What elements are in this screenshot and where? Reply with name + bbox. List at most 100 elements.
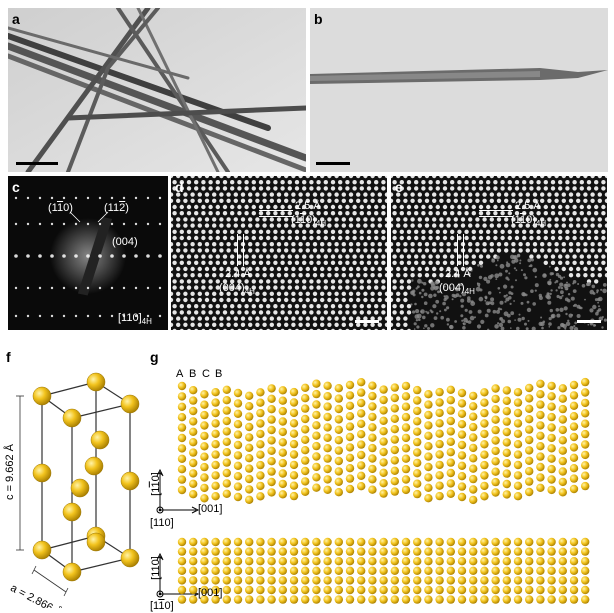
lattice-column — [417, 217, 422, 222]
atom — [312, 462, 321, 472]
lattice-column — [171, 273, 174, 278]
atom — [401, 475, 411, 484]
lattice-column — [475, 176, 480, 179]
lattice-column — [327, 176, 332, 179]
atom — [581, 409, 590, 418]
atom — [491, 576, 500, 585]
lattice-column — [374, 254, 379, 259]
atom — [323, 547, 332, 556]
lattice-column — [222, 204, 228, 210]
amorphous-speckle — [566, 283, 571, 288]
amorphous-speckle — [567, 319, 570, 322]
lattice-column — [590, 266, 595, 272]
lattice-column — [287, 204, 292, 210]
amorphous-speckle — [556, 294, 560, 299]
lattice-column — [460, 266, 466, 272]
lattice-column — [284, 217, 289, 222]
lattice-column — [536, 254, 541, 259]
amorphous-speckle — [508, 272, 511, 275]
lattice-column — [432, 176, 437, 179]
lattice-column — [384, 297, 387, 303]
lattice-column — [226, 223, 231, 228]
lattice-column — [273, 204, 278, 210]
lattice-column — [532, 242, 538, 247]
lattice-column — [381, 235, 386, 241]
lattice-column — [604, 192, 607, 197]
atom — [312, 557, 321, 566]
lattice-column — [432, 273, 437, 278]
lattice-column — [302, 310, 307, 315]
lattice-column — [266, 235, 271, 241]
lattice-column — [269, 176, 274, 179]
atom — [525, 383, 534, 393]
atom — [581, 566, 590, 575]
atom — [245, 585, 254, 595]
diffraction-spots — [8, 176, 168, 330]
lattice-column — [266, 186, 271, 191]
lattice-column — [442, 204, 448, 210]
atom — [401, 381, 411, 391]
lattice-column — [316, 229, 321, 234]
lattice-column — [331, 328, 335, 330]
atom — [525, 547, 534, 556]
lattice-column — [356, 291, 361, 296]
atom — [222, 585, 231, 595]
lattice-column — [172, 279, 177, 284]
atom — [177, 595, 187, 604]
atom — [312, 379, 321, 388]
lattice-column — [601, 211, 606, 216]
amorphous-speckle — [504, 300, 507, 303]
amorphous-speckle — [519, 259, 522, 262]
atom — [491, 467, 500, 476]
lattice-column — [604, 176, 607, 179]
lattice-column — [244, 204, 249, 210]
atom — [200, 410, 209, 420]
atom — [278, 595, 287, 604]
lattice-column — [597, 266, 602, 272]
lattice-column — [201, 211, 206, 216]
lattice-column — [287, 279, 292, 284]
lattice-column — [330, 211, 336, 216]
amorphous-speckle — [410, 303, 413, 306]
atom — [401, 464, 411, 474]
lattice-column — [287, 310, 292, 315]
atom — [289, 566, 299, 575]
lattice-column — [352, 235, 357, 241]
lattice-column — [197, 273, 202, 278]
lattice-column — [392, 260, 397, 265]
lattice-column — [341, 266, 346, 272]
amorphous-speckle — [414, 314, 420, 319]
lattice-column — [312, 266, 318, 272]
atom — [301, 456, 310, 465]
atom — [491, 566, 500, 575]
atom — [267, 384, 276, 393]
lattice-column — [576, 248, 581, 253]
atom — [233, 420, 243, 429]
lattice-column — [471, 229, 476, 234]
lattice-column — [302, 254, 307, 259]
lattice-column — [320, 248, 325, 253]
lattice-column — [240, 198, 246, 203]
atom — [267, 537, 276, 547]
atom — [480, 595, 489, 604]
amorphous-speckle — [477, 264, 480, 267]
lattice-column — [341, 242, 346, 247]
lattice-with-amorphous-layer — [391, 176, 607, 330]
lattice-column — [493, 211, 498, 216]
lattice-column — [215, 204, 220, 210]
amorphous-speckle — [497, 287, 501, 290]
lattice-column — [464, 235, 469, 241]
atom — [446, 547, 455, 556]
amorphous-speckle — [571, 314, 574, 316]
atom — [334, 557, 343, 566]
lattice-column — [222, 229, 228, 234]
panel-c-diffraction-pattern: c (110) (112) (004) [110]4H — [8, 176, 168, 330]
diffraction-spot — [14, 196, 18, 200]
lattice-column — [504, 223, 509, 228]
atom — [480, 576, 489, 585]
atom — [491, 394, 500, 404]
lattice-column — [504, 176, 509, 179]
lattice-column — [352, 260, 357, 265]
atom — [536, 442, 545, 451]
amorphous-speckle — [451, 293, 455, 298]
